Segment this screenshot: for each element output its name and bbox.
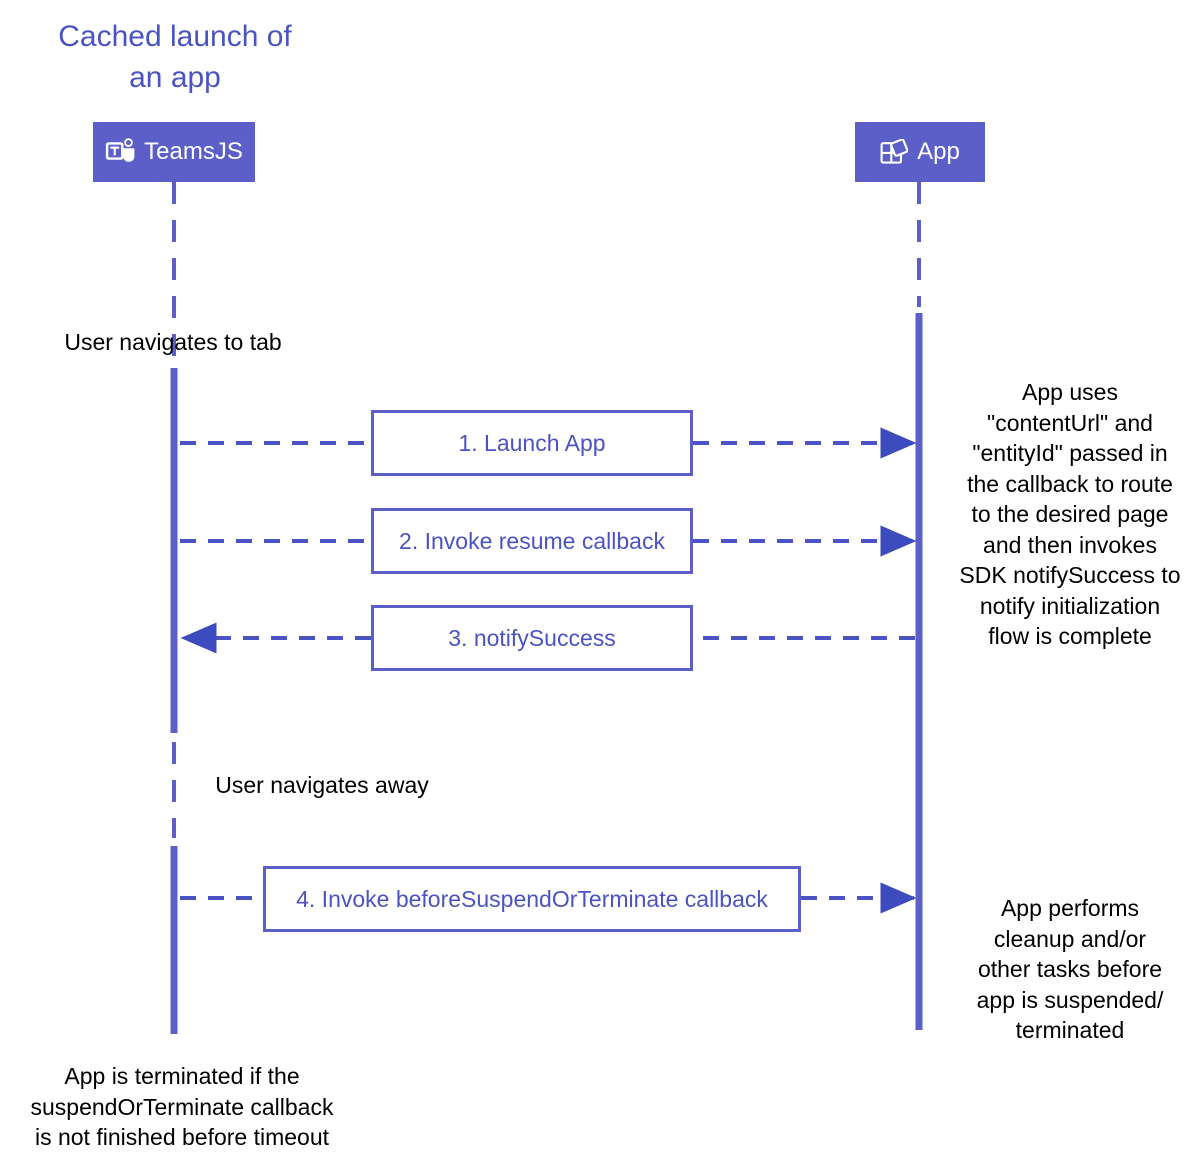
message-box-1-launch-app[interactable]: 1. Launch App <box>371 410 693 476</box>
participant-app[interactable]: App <box>855 122 985 182</box>
note-app-uses-contenturl: App uses "contentUrl" and "entityId" pas… <box>959 379 1181 649</box>
message-box-3-notify-success[interactable]: 3. notifySuccess <box>371 605 693 671</box>
message-2-label: 2. Invoke resume callback <box>399 527 665 554</box>
message-4-label: 4. Invoke beforeSuspendOrTerminate callb… <box>296 885 768 912</box>
note-app-is-terminated: App is terminated if the suspendOrTermin… <box>30 1063 334 1150</box>
app-grid-icon <box>880 138 909 166</box>
message-box-2-invoke-resume-callback[interactable]: 2. Invoke resume callback <box>371 508 693 574</box>
participant-app-label: App <box>917 138 960 165</box>
note-user-navigates-away: User navigates away <box>215 772 429 798</box>
note-user-navigates-to-tab: User navigates to tab <box>64 329 282 355</box>
participant-teamsjs-label: TeamsJS <box>144 138 243 165</box>
message-box-4-invoke-before-suspend-or-terminate-callback[interactable]: 4. Invoke beforeSuspendOrTerminate callb… <box>263 866 801 932</box>
diagram-title: Cached launch of an app <box>58 20 292 94</box>
note-app-performs-cleanup: App performs cleanup and/or other tasks … <box>976 895 1164 1043</box>
message-1-label: 1. Launch App <box>458 429 606 456</box>
teams-icon <box>105 138 135 166</box>
message-3-label: 3. notifySuccess <box>448 624 616 651</box>
participant-teamsjs[interactable]: TeamsJS <box>93 122 255 182</box>
